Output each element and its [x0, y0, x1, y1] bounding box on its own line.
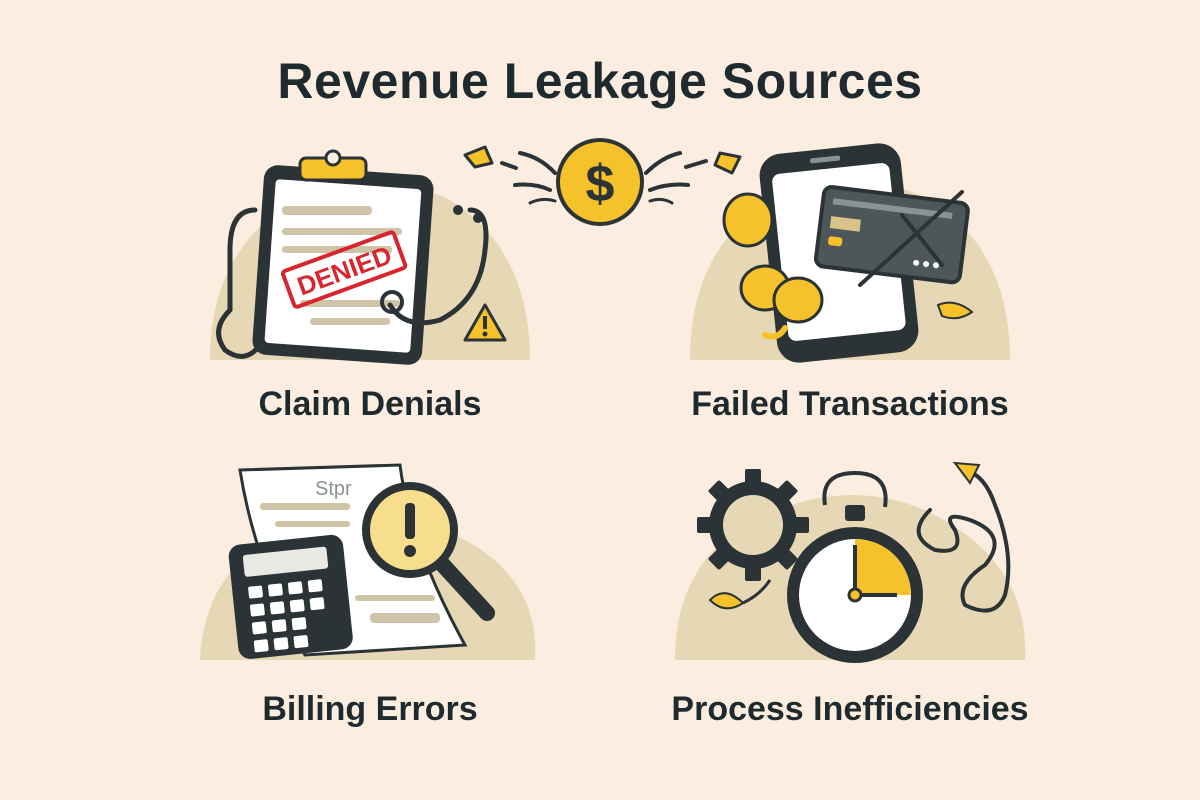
label-claim-denials: Claim Denials: [258, 385, 482, 423]
label-process-inefficiencies: Process Inefficiencies: [671, 690, 1029, 728]
process-inefficiencies-illustration: [665, 445, 1035, 675]
dollar-sign: $: [586, 155, 615, 213]
label-billing-errors: Billing Errors: [262, 690, 478, 728]
invoice-header: Stpr: [315, 478, 352, 500]
dollar-coin-icon: $: [450, 135, 750, 235]
label-failed-transactions: Failed Transactions: [691, 385, 1009, 423]
claim-denials-illustration: DENIED: [200, 140, 540, 380]
failed-transactions-illustration: [680, 140, 1020, 380]
page-title: Revenue Leakage Sources: [277, 53, 923, 109]
billing-errors-illustration: Stpr: [195, 445, 545, 675]
gear-icon: [697, 469, 809, 581]
